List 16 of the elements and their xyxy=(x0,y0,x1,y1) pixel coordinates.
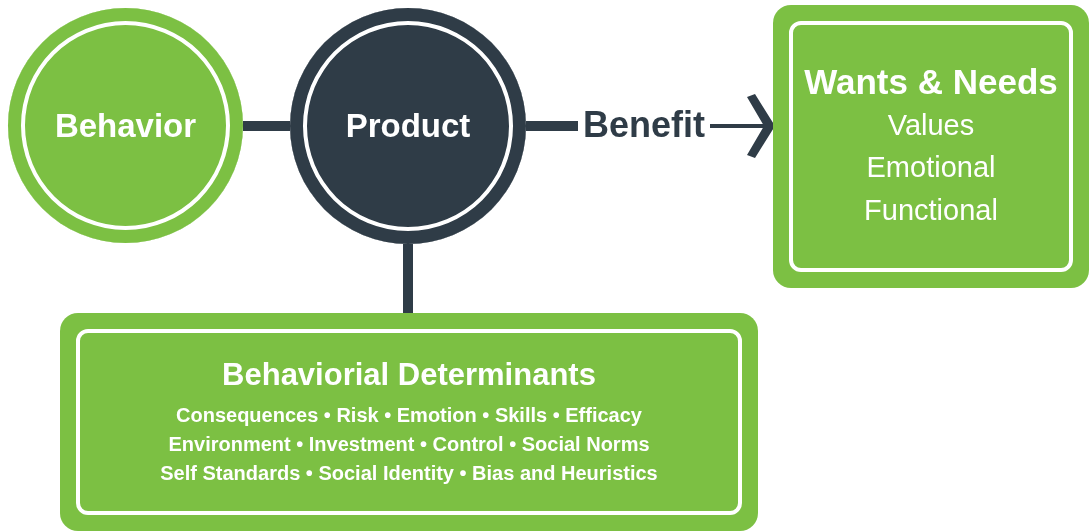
box-text: Consequences • Risk • Emotion • Skills • Efficacy xyxy=(176,402,642,428)
box-text: Emotional xyxy=(866,150,996,186)
connector-line xyxy=(243,121,290,131)
box-text: Self Standards • Social Identity • Bias and Heuristics xyxy=(160,460,658,486)
rounded-box xyxy=(773,5,1089,288)
rounded-box xyxy=(60,313,758,531)
node-label: Product xyxy=(345,107,471,145)
node-label: Behavior xyxy=(54,106,197,145)
connector-line xyxy=(403,244,413,313)
node-label: Benefit xyxy=(583,104,705,146)
box-text: Values xyxy=(887,108,975,144)
connector-line xyxy=(526,121,578,131)
box-heading: Wants & Needs xyxy=(804,62,1058,103)
box-text: Environment • Investment • Control • Social Norms xyxy=(168,431,650,457)
box-heading: Behaviorial Determinants xyxy=(222,356,596,393)
box-text: Functional xyxy=(864,192,998,228)
